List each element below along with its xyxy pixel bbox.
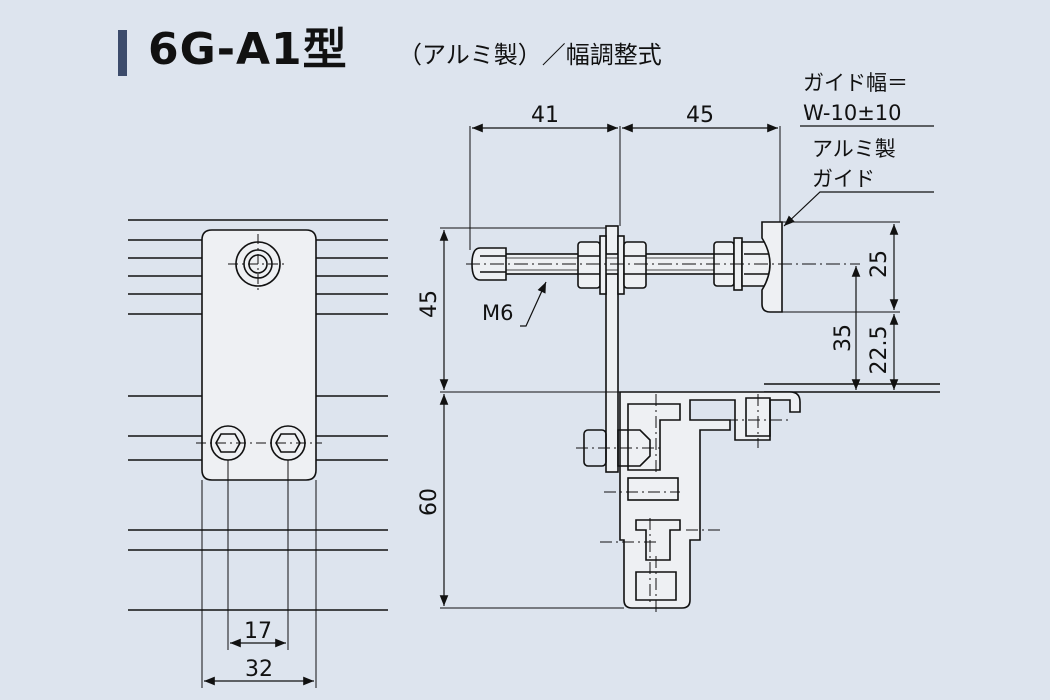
dim-41-label: 41 <box>531 103 559 128</box>
side-view <box>439 123 940 616</box>
dim-45-left-label: 45 <box>417 290 442 318</box>
side-bracket-plate <box>605 225 619 473</box>
dim-35-label: 35 <box>831 324 856 352</box>
frame-centerlines <box>576 394 792 616</box>
front-extension-lines <box>201 460 317 688</box>
plate-nut-left <box>577 235 607 295</box>
material-leader <box>783 191 934 227</box>
material-note-line1: アルミ製 <box>812 137 896 161</box>
guide-bracket-plate <box>201 229 317 481</box>
guide-width-note-line2: W-10±10 <box>803 101 902 125</box>
dim-17-label: 17 <box>244 619 272 644</box>
dim-22-5-label: 22.5 <box>867 326 892 375</box>
aluminium-guide <box>761 221 783 313</box>
m6-leader <box>520 281 547 327</box>
material-note-line2: ガイド <box>812 167 875 191</box>
front-view <box>128 219 388 688</box>
title-accent-bar <box>118 30 127 76</box>
rod-end-nut <box>471 247 507 281</box>
guide-width-note-line1: ガイド幅＝ <box>803 71 908 95</box>
side-extension-lines <box>440 126 900 609</box>
top-bolt <box>228 234 288 294</box>
model-subtitle: （アルミ製）／幅調整式 <box>398 41 662 69</box>
bolt-size-label: M6 <box>482 301 513 325</box>
dim-25-label: 25 <box>867 250 892 278</box>
conveyor-frame-profile <box>583 391 801 609</box>
plate-nut-right <box>617 235 647 295</box>
dim-32-label: 32 <box>245 657 273 682</box>
model-title: 6G-A1型 <box>148 24 348 75</box>
dim-45-top-label: 45 <box>686 103 714 128</box>
dim-60-label: 60 <box>417 488 442 516</box>
